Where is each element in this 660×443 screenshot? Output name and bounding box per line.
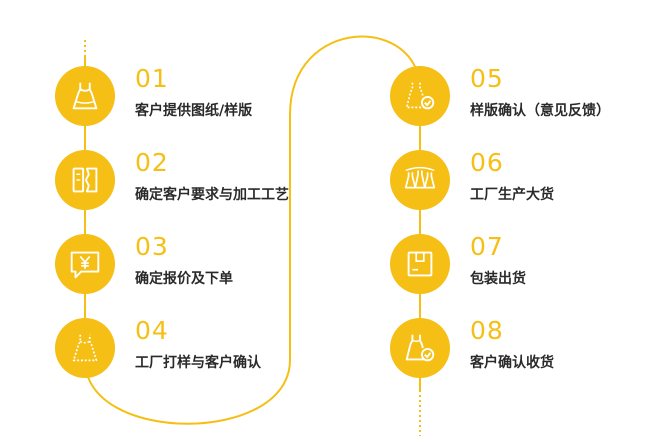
- step-08-number: 08: [470, 316, 504, 345]
- step-04-circle: [55, 318, 115, 378]
- yuan-quote-icon: [70, 251, 100, 279]
- connector-s-curve: [84, 35, 421, 425]
- step-07-number: 07: [470, 232, 504, 261]
- dress-check-icon: [405, 334, 435, 362]
- step-05-circle: [390, 66, 450, 126]
- step-02-circle: [55, 150, 115, 210]
- sketch-document-icon: [72, 167, 98, 193]
- package-box-icon: [407, 251, 433, 277]
- step-07: 07 包装出货: [390, 232, 620, 294]
- step-06-number: 06: [470, 148, 504, 177]
- step-06-circle: [390, 150, 450, 210]
- step-01-number: 01: [135, 64, 169, 93]
- step-06-label: 工厂生产大货: [470, 187, 554, 203]
- step-07-label: 包装出货: [470, 271, 526, 287]
- dress-check-icon: [405, 82, 435, 110]
- step-08: 08 客户确认收货: [390, 316, 620, 378]
- step-08-label: 客户确认收货: [470, 355, 554, 371]
- step-02: 02 确定客户要求与加工工艺: [55, 148, 289, 210]
- step-07-circle: [390, 234, 450, 294]
- step-05: 05 样版确认（意见反馈）: [390, 64, 620, 126]
- garments-icon: [404, 166, 436, 189]
- step-03-number: 03: [135, 232, 169, 261]
- dress-icon: [72, 82, 98, 110]
- step-05-label: 样版确认（意见反馈）: [470, 103, 610, 119]
- step-08-circle: [390, 318, 450, 378]
- step-04-number: 04: [135, 316, 169, 345]
- step-03-label: 确定报价及下单: [135, 271, 233, 287]
- step-03-circle: [55, 234, 115, 294]
- step-02-label: 确定客户要求与加工工艺: [135, 187, 289, 203]
- step-05-number: 05: [470, 64, 504, 93]
- step-02-number: 02: [135, 148, 169, 177]
- step-03: 03 确定报价及下单: [55, 232, 285, 294]
- step-01: 01 客户提供图纸/样版: [55, 64, 285, 126]
- step-01-label: 客户提供图纸/样版: [135, 103, 253, 119]
- dress-outline-icon: [72, 334, 98, 362]
- step-04: 04 工厂打样与客户确认: [55, 316, 285, 378]
- step-04-label: 工厂打样与客户确认: [135, 355, 261, 371]
- step-06: 06 工厂生产大货: [390, 148, 620, 210]
- step-01-circle: [55, 66, 115, 126]
